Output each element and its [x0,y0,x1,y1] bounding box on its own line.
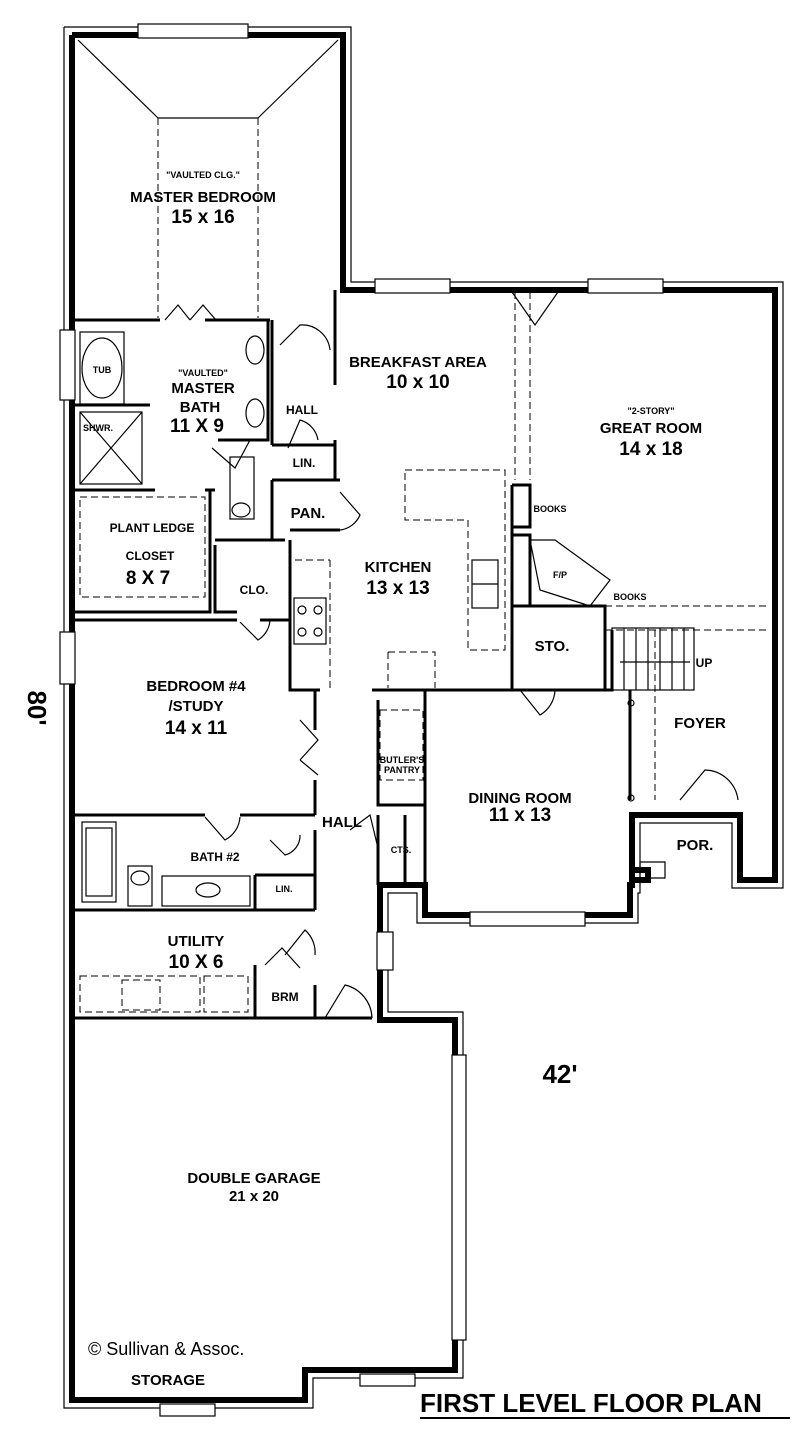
master-bath-label-1: MASTER [171,380,235,397]
porch-label: POR. [677,837,714,854]
bedroom4-label-2: /STUDY [168,698,223,715]
utility-label: UTILITY [168,933,225,950]
bath-vaulted-label: "VAULTED" [178,368,228,378]
window-master-top [137,23,249,39]
hall-top-label: HALL [286,403,318,417]
master-bath-label-2: BATH [180,399,221,416]
butler-pantry-label-2: PANTRY [384,765,420,775]
master-bath-size: 11 X 9 [170,416,224,437]
closet-label: CLOSET [126,549,175,563]
window-garage-rear [359,1373,416,1387]
master-vaulted-label: "VAULTED CLG." [166,170,240,180]
window-storage [159,1403,216,1417]
utility-size: 10 X 6 [169,952,224,973]
clo-label: CLO. [240,583,269,597]
plan-title: FIRST LEVEL FLOOR PLAN [420,1388,762,1418]
great-room-story: "2-STORY" [627,406,674,416]
bedroom4-label-1: BEDROOM #4 [146,678,246,695]
shower-label: SHWR. [83,423,113,433]
kitchen-label: KITCHEN [365,559,432,576]
dining-room-size: 11 x 13 [489,805,551,826]
broom-closet-label: BRM [271,990,298,1004]
fixtures [77,39,770,1019]
tub-label: TUB [93,365,112,375]
width-dimension: 42' [542,1059,577,1089]
butler-pantry-label-1: BUTLER'S [380,755,425,765]
windows [59,23,664,1417]
great-room-label: GREAT ROOM [600,420,702,437]
window-bath [59,329,76,401]
window-hall [376,931,394,971]
storage-label: STORAGE [131,1372,205,1389]
books-label-2: BOOKS [613,592,646,602]
garage-label: DOUBLE GARAGE [187,1170,320,1187]
garage-door [451,1054,467,1341]
copyright-text: © Sullivan & Assoc. [88,1339,244,1359]
window-dining [469,911,586,927]
stairs-up-label: UP [696,656,713,670]
depth-dimension: 80' [22,690,52,725]
bedroom4-size: 14 x 11 [165,718,228,739]
foyer-label: FOYER [674,715,726,732]
breakfast-area-size: 10 x 10 [386,372,449,393]
master-bedroom-size: 15 x 16 [171,207,234,228]
storage-sto-label: STO. [535,638,570,655]
fireplace-label: F/P [553,570,567,580]
master-bedroom-label: MASTER BEDROOM [130,189,276,206]
books-label-1: BOOKS [533,504,566,514]
linen-mid-label: LIN. [276,884,293,894]
garage-size: 21 x 20 [229,1188,279,1205]
window-bedroom4 [59,631,76,685]
room-labels: "VAULTED CLG." MASTER BEDROOM 15 x 16 "V… [83,170,726,1389]
window-breakfast [374,278,451,294]
hall-mid-label: HALL [322,814,362,831]
interior-walls [75,290,632,1020]
pantry-label: PAN. [291,505,326,522]
closet-size: 8 X 7 [126,568,170,589]
great-room-size: 14 x 18 [619,439,682,460]
linen-top-label: LIN. [293,456,316,470]
breakfast-area-label: BREAKFAST AREA [349,354,487,371]
dining-room-label: DINING ROOM [468,790,571,807]
cts-label: CTS. [391,845,412,855]
plant-ledge-label: PLANT LEDGE [110,521,195,535]
bath2-label: BATH #2 [190,850,239,864]
kitchen-size: 13 x 13 [366,578,429,599]
window-great-room [587,278,664,294]
